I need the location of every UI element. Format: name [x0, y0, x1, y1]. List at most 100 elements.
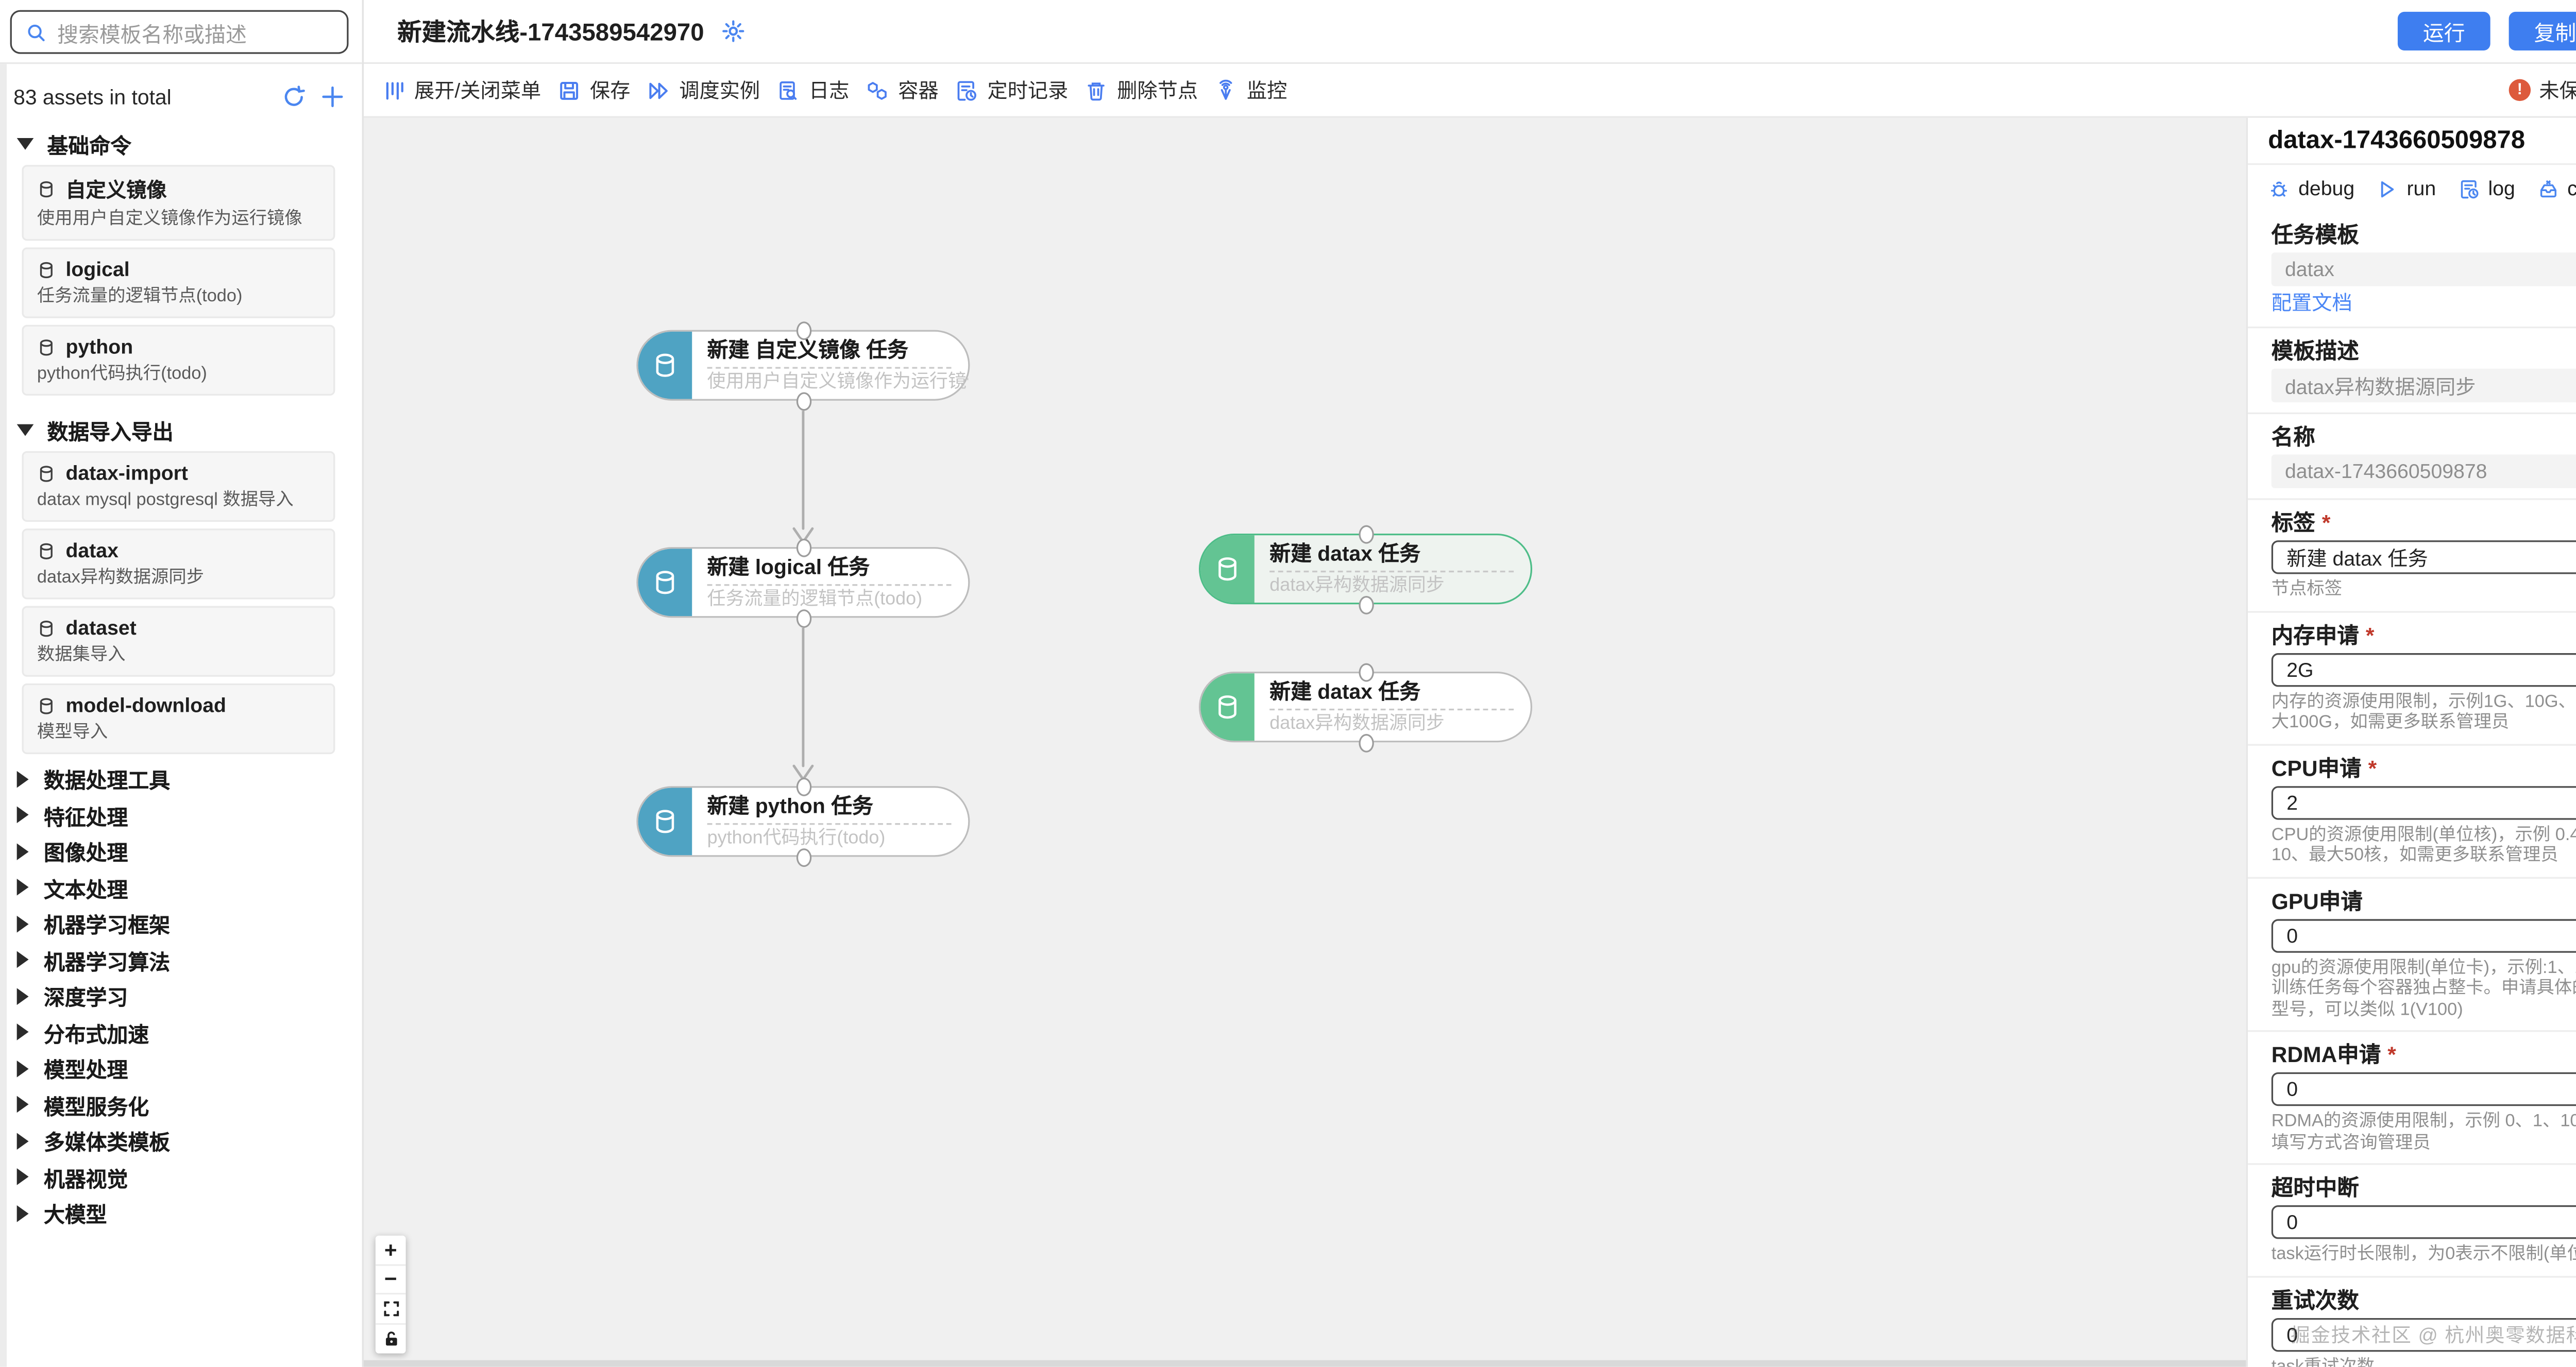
delete-node-button[interactable]: 删除节点	[1085, 76, 1198, 105]
sidebar-group-basic-commands[interactable]: 基础命令	[0, 130, 362, 158]
log-icon	[780, 80, 798, 99]
search-icon	[28, 24, 45, 41]
sidebar-group-large-model[interactable]: 大模型	[0, 1195, 362, 1231]
add-icon[interactable]	[320, 84, 345, 109]
node-title: 新建 自定义镜像 任务	[707, 338, 909, 362]
template-card-datax[interactable]: datax datax异构数据源同步	[22, 528, 335, 600]
sidebar-group-data-io[interactable]: 数据导入导出	[0, 416, 362, 445]
node-type-icon	[1200, 535, 1255, 603]
pipeline-canvas[interactable]: 新建 自定义镜像 任务 使用用户自定义镜像作为运行镜像 新建 logical 任…	[363, 117, 2246, 1367]
node-type-icon	[1200, 673, 1255, 741]
zoom-out-button[interactable]: −	[375, 1265, 406, 1295]
input-port[interactable]	[1358, 524, 1374, 543]
config-doc-link[interactable]: 配置文档	[2271, 291, 2352, 315]
refresh-icon[interactable]	[281, 84, 307, 109]
chevron-right-icon	[16, 1205, 29, 1222]
node-custom-image-task[interactable]: 新建 自定义镜像 任务 使用用户自定义镜像作为运行镜像	[636, 320, 970, 410]
chevron-right-icon	[16, 915, 29, 932]
sidebar-group-feature-processing[interactable]: 特征处理	[0, 797, 362, 833]
chevron-right-icon	[16, 1023, 29, 1041]
memory-input[interactable]	[2271, 652, 2576, 686]
save-button[interactable]: 保存	[558, 76, 630, 105]
input-port[interactable]	[1358, 662, 1374, 681]
timeout-input[interactable]	[2271, 1205, 2576, 1239]
debug-button[interactable]: debug	[2268, 177, 2354, 200]
node-subtitle: datax异构数据源同步	[1269, 713, 1445, 734]
search-input[interactable]: 搜索模板名称或描述	[10, 10, 349, 54]
template-card-custom-image[interactable]: 自定义镜像 使用用户自定义镜像作为运行镜像	[22, 165, 335, 241]
database-icon	[656, 810, 674, 833]
cpu-input[interactable]	[2271, 785, 2576, 819]
name-input	[2271, 454, 2576, 488]
sidebar-group-ml-framework[interactable]: 机器学习框架	[0, 905, 362, 942]
fit-view-icon	[383, 1301, 398, 1316]
retry-input[interactable]	[2271, 1317, 2576, 1351]
fit-view-button[interactable]	[375, 1294, 406, 1324]
monitor-button[interactable]: 监控	[1215, 76, 1287, 105]
sidebar-group-model-processing[interactable]: 模型处理	[0, 1050, 362, 1086]
sidebar-group-model-serving[interactable]: 模型服务化	[0, 1087, 362, 1123]
timer-records-button[interactable]: 定时记录	[955, 76, 1068, 105]
template-card-logical[interactable]: logical 任务流量的逻辑节点(todo)	[22, 247, 335, 318]
sidebar-scrollbar[interactable]	[0, 64, 7, 1367]
schedule-instance-button[interactable]: 调度实例	[647, 76, 760, 105]
clear-icon	[2540, 179, 2556, 197]
sidebar-group-image-processing[interactable]: 图像处理	[0, 833, 362, 869]
node-subtitle: 任务流量的逻辑节点(todo)	[707, 589, 923, 610]
containers-button[interactable]: 容器	[866, 76, 939, 105]
output-port[interactable]	[795, 391, 811, 410]
output-port[interactable]	[1358, 733, 1374, 752]
monitor-icon	[1220, 79, 1233, 99]
template-desc-input	[2271, 368, 2576, 403]
gpu-input[interactable]	[2271, 918, 2576, 952]
run-button[interactable]: 运行	[2397, 11, 2490, 51]
chevron-right-icon	[16, 879, 29, 896]
required-asterisk: *	[2368, 755, 2377, 780]
pipeline-title: 新建流水线-1743589542970	[397, 20, 704, 47]
toggle-menu-button[interactable]: 展开/关闭菜单	[382, 76, 541, 105]
node-title: 新建 python 任务	[707, 794, 873, 818]
gear-icon[interactable]	[721, 19, 746, 44]
input-port[interactable]	[795, 777, 811, 796]
output-port[interactable]	[1358, 595, 1374, 614]
sidebar-group-distributed[interactable]: 分布式加速	[0, 1014, 362, 1050]
sidebar-group-data-tools[interactable]: 数据处理工具	[0, 761, 362, 797]
rdma-input[interactable]	[2271, 1072, 2576, 1106]
input-port[interactable]	[795, 538, 811, 557]
log-node-button[interactable]: log	[2458, 177, 2515, 200]
template-card-dataset[interactable]: dataset 数据集导入	[22, 606, 335, 677]
sidebar-group-text-processing[interactable]: 文本处理	[0, 869, 362, 905]
output-port[interactable]	[795, 847, 811, 866]
chevron-right-icon	[16, 1168, 29, 1186]
sidebar-group-ml-algorithm[interactable]: 机器学习算法	[0, 942, 362, 978]
save-icon	[561, 81, 579, 99]
template-card-datax-import[interactable]: datax-import datax mysql postgresql 数据导入	[22, 451, 335, 522]
template-sidebar: 搜索模板名称或描述 83 assets in total 基础命令 自定义镜像 …	[0, 0, 364, 1367]
input-port[interactable]	[795, 320, 811, 339]
tag-input[interactable]	[2271, 540, 2576, 574]
node-logical-task[interactable]: 新建 logical 任务 任务流量的逻辑节点(todo)	[636, 538, 970, 627]
zoom-in-button[interactable]: +	[375, 1236, 406, 1266]
database-icon	[656, 571, 674, 594]
sidebar-group-deep-learning[interactable]: 深度学习	[0, 978, 362, 1014]
node-datax-task-2[interactable]: 新建 datax 任务 datax异构数据源同步	[1198, 662, 1533, 752]
clear-button[interactable]: clear	[2537, 177, 2576, 200]
template-card-model-download[interactable]: model-download 模型导入	[22, 683, 335, 755]
copy-button[interactable]: 复制	[2509, 11, 2576, 51]
field-retry: 重试次数 task重试次数	[2248, 1275, 2576, 1367]
lock-button[interactable]	[376, 1324, 406, 1353]
canvas-horizontal-scrollbar[interactable]	[363, 1360, 2246, 1367]
logs-button[interactable]: 日志	[777, 76, 849, 105]
sidebar-group-machine-vision[interactable]: 机器视觉	[0, 1159, 362, 1195]
field-template-desc: 模板描述	[2248, 327, 2576, 413]
sidebar-group-multimedia[interactable]: 多媒体类模板	[0, 1123, 362, 1159]
node-subtitle: 使用用户自定义镜像作为运行镜像	[707, 372, 969, 392]
template-card-python[interactable]: python python代码执行(todo)	[22, 324, 335, 396]
run-node-button[interactable]: run	[2377, 177, 2436, 200]
output-port[interactable]	[795, 608, 811, 627]
database-icon	[40, 465, 53, 481]
node-datax-task-selected[interactable]: 新建 datax 任务 datax异构数据源同步	[1198, 524, 1533, 614]
edge-custom-image-to-logical	[792, 411, 814, 544]
node-python-task[interactable]: 新建 python 任务 python代码执行(todo)	[636, 777, 970, 866]
